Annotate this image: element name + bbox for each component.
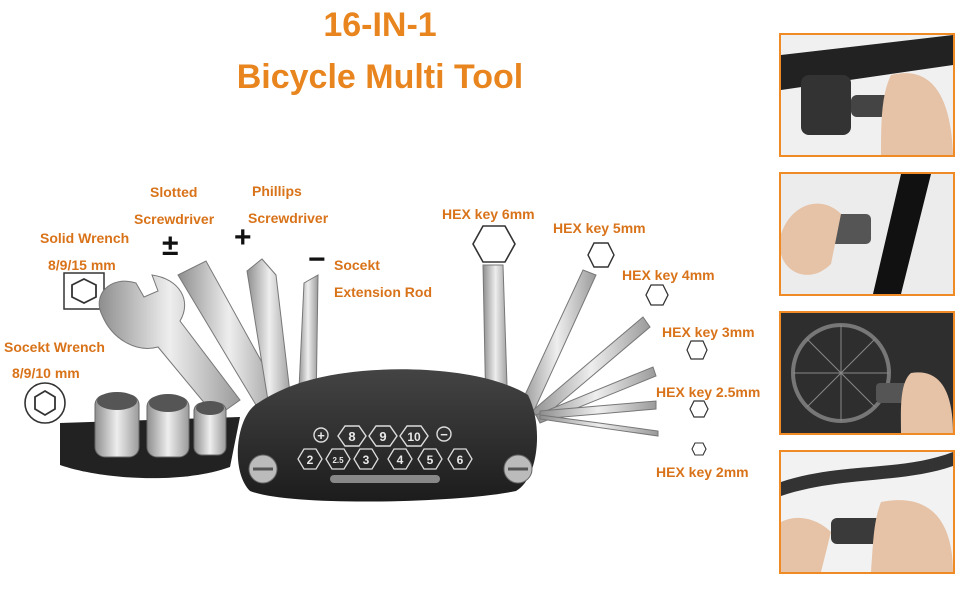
body-mark-3: 3 xyxy=(363,453,370,467)
usage-photo-3 xyxy=(779,311,955,435)
body-mark-2: 2 xyxy=(307,453,314,467)
plus-minus-symbol: ± xyxy=(162,229,179,262)
body-mark-10-hex xyxy=(399,425,429,447)
body-mark-6-hex xyxy=(447,448,473,470)
phillips-screwdriver-blade xyxy=(246,258,293,414)
body-mark-10: 10 xyxy=(407,430,421,444)
label-solid-wrench-size: 8/9/15 mm xyxy=(48,257,116,273)
hex-4-icon xyxy=(645,284,669,306)
hex-5-icon xyxy=(587,242,615,268)
socket-wrench-hex-icon xyxy=(24,382,66,424)
body-mark-6: 6 xyxy=(457,453,464,467)
usage-photo-1 xyxy=(779,33,955,157)
hex-2-icon xyxy=(691,442,707,456)
body-mark-plus-ring xyxy=(313,427,329,443)
body-mark-8: 8 xyxy=(348,429,355,444)
label-socket-wrench-size: 8/9/10 mm xyxy=(12,365,80,381)
label-phillips-screwdriver: Screwdriver xyxy=(248,210,329,226)
body-mark-plus: + xyxy=(317,428,325,443)
label-hex-2-5: HEX key 2.5mm xyxy=(656,384,761,400)
hex-3-icon xyxy=(686,340,708,360)
body-mark-3-hex xyxy=(353,448,379,470)
hex-2-5-icon xyxy=(689,400,709,418)
body-mark-8-hex xyxy=(337,425,367,447)
label-hex-6: HEX key 6mm xyxy=(442,206,535,222)
body-mark-2-hex xyxy=(297,448,323,470)
body-mark-minus-ring xyxy=(436,426,452,442)
body-mark-2-5: 2.5 xyxy=(332,456,344,465)
multi-tool-illustration: + 8 9 10 − 2 2.5 3 4 5 6 xyxy=(60,258,659,502)
body-mark-4: 4 xyxy=(397,453,404,467)
solid-wrench xyxy=(98,274,241,418)
usage-photo-4 xyxy=(779,450,955,574)
hex-key-2 xyxy=(539,414,659,437)
title-line-2: Bicycle Multi Tool xyxy=(236,58,524,96)
label-socket-wrench: Socekt Wrench xyxy=(4,339,105,355)
label-hex-2: HEX key 2mm xyxy=(656,464,749,480)
label-solid-wrench: Solid Wrench xyxy=(40,230,130,246)
label-hex-4: HEX key 4mm xyxy=(622,267,715,283)
socket-10mm xyxy=(193,401,227,456)
body-mark-4-hex xyxy=(387,448,413,470)
hex-6-icon xyxy=(472,225,516,263)
label-extension-rod: Extension Rod xyxy=(334,284,433,300)
body-mark-5-hex xyxy=(417,448,443,470)
label-phillips: Phillips xyxy=(252,183,302,199)
body-mark-minus: − xyxy=(440,427,448,442)
socket-9mm xyxy=(146,394,190,458)
label-slotted: Slotted xyxy=(150,184,198,200)
body-mark-2-5-hex xyxy=(325,448,351,470)
label-slotted-screwdriver: Screwdriver xyxy=(134,211,215,227)
usage-photo-2 xyxy=(779,172,955,296)
label-socket-extension: Socekt xyxy=(334,257,380,273)
title-line-1: 16-IN-1 xyxy=(323,6,437,44)
socket-8mm xyxy=(94,392,140,458)
plus-symbol: + xyxy=(234,221,252,254)
body-mark-5: 5 xyxy=(427,453,434,467)
label-hex-5: HEX key 5mm xyxy=(553,220,646,236)
body-mark-9: 9 xyxy=(379,429,386,444)
minus-symbol: − xyxy=(308,243,326,276)
body-mark-9-hex xyxy=(368,425,398,447)
label-hex-3: HEX key 3mm xyxy=(662,324,755,340)
